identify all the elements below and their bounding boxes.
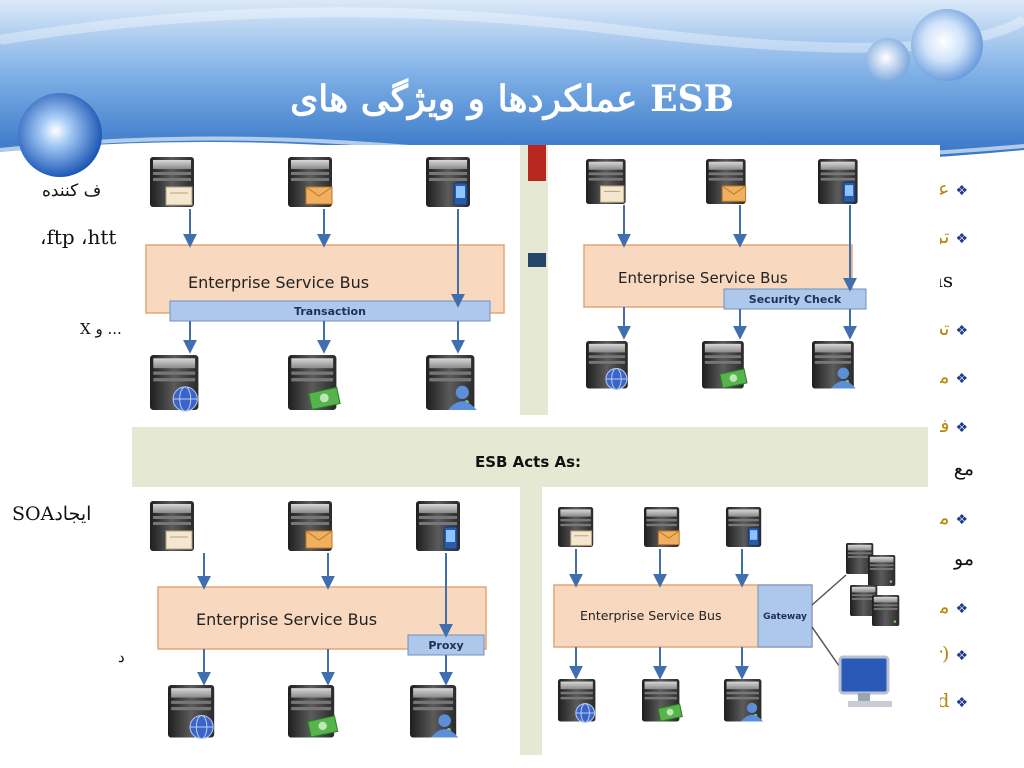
server-icon bbox=[288, 501, 333, 551]
envelope-icon bbox=[721, 185, 747, 202]
phone-icon bbox=[747, 527, 760, 546]
globe-icon bbox=[575, 703, 596, 723]
globe-icon bbox=[172, 386, 198, 412]
bus-label: Enterprise Service Bus bbox=[580, 608, 721, 623]
transaction-box bbox=[169, 300, 491, 322]
text-fragment: ،ftp ،htt bbox=[40, 225, 117, 249]
text-fragment: د bbox=[118, 648, 125, 666]
money-icon bbox=[307, 715, 339, 738]
document-icon bbox=[599, 185, 625, 203]
server-icon bbox=[868, 555, 896, 586]
globe-icon bbox=[605, 368, 628, 390]
server-icon bbox=[812, 341, 856, 389]
server-icon bbox=[288, 157, 333, 207]
bullet-icon: ❖ bbox=[955, 231, 968, 247]
server-icon bbox=[702, 341, 748, 389]
server-icon bbox=[150, 501, 194, 551]
money-icon bbox=[657, 703, 683, 722]
phone-icon bbox=[443, 526, 458, 550]
bullet-line: مع bbox=[953, 458, 974, 480]
bullet-icon: ❖ bbox=[955, 601, 968, 617]
text-fragment: X و ... bbox=[80, 320, 122, 338]
bullet-icon: ❖ bbox=[955, 695, 968, 711]
bus-label: Enterprise Service Bus bbox=[196, 610, 377, 629]
envelope-icon bbox=[305, 186, 333, 205]
enterprise-service-bus bbox=[157, 586, 487, 650]
text-fragment: ف کننده bbox=[42, 181, 102, 201]
server-icon bbox=[416, 501, 460, 551]
gateway-box-label: Gateway bbox=[763, 612, 807, 622]
bullet-line: مو bbox=[954, 548, 974, 570]
envelope-icon bbox=[305, 530, 333, 549]
bullet-icon: ❖ bbox=[955, 648, 968, 664]
server-icon bbox=[558, 507, 594, 547]
decorative-orb-medium bbox=[911, 9, 983, 81]
phone-icon bbox=[842, 181, 856, 203]
esb-diagram: ESB Acts As: Enterprise Service BusTrans… bbox=[128, 145, 940, 755]
gateway-panel: Enterprise Service Bus Gateway bbox=[553, 507, 900, 723]
envelope-icon bbox=[657, 530, 680, 546]
transaction-box-label: Transaction bbox=[294, 305, 366, 318]
server-icon bbox=[706, 159, 747, 204]
server-icon bbox=[726, 507, 762, 547]
connector-line bbox=[811, 574, 847, 606]
money-icon bbox=[719, 368, 748, 389]
esb-acts-as-label: ESB Acts As: bbox=[475, 453, 581, 471]
bus-label: Enterprise Service Bus bbox=[188, 273, 369, 292]
server-icon bbox=[168, 685, 215, 740]
security-check-box bbox=[723, 288, 867, 310]
text-fragment: SOAایجاد bbox=[12, 503, 92, 525]
monitor-icon bbox=[838, 655, 892, 707]
decorative-orb-small bbox=[866, 38, 910, 82]
server-icon bbox=[410, 685, 459, 738]
document-icon bbox=[165, 530, 193, 550]
user-icon bbox=[741, 702, 764, 722]
security-check-box-label: Security Check bbox=[749, 293, 842, 306]
server-icon bbox=[150, 355, 199, 412]
navy-bar bbox=[528, 253, 546, 267]
server-icon bbox=[818, 159, 858, 204]
server-icon bbox=[426, 157, 470, 207]
server-icon bbox=[150, 157, 194, 207]
server-icon bbox=[586, 341, 628, 390]
bullet-icon: ❖ bbox=[955, 323, 968, 339]
bus-label: Enterprise Service Bus bbox=[618, 269, 788, 287]
user-icon bbox=[831, 367, 856, 389]
gateway-box bbox=[757, 584, 813, 648]
bullet-item: ❖d bbox=[937, 690, 968, 712]
panel-divider bbox=[520, 145, 548, 415]
user-icon bbox=[448, 385, 477, 410]
globe-icon bbox=[189, 714, 214, 740]
server-icon bbox=[586, 159, 626, 204]
decorative-orb-large bbox=[18, 93, 102, 177]
bullet-icon: ❖ bbox=[955, 512, 968, 528]
document-icon bbox=[165, 186, 193, 206]
server-icon bbox=[872, 595, 900, 626]
money-icon bbox=[308, 386, 341, 411]
document-icon bbox=[570, 530, 593, 546]
server-icon bbox=[288, 355, 341, 411]
user-icon bbox=[431, 714, 459, 738]
bullet-icon: ❖ bbox=[955, 420, 968, 436]
server-icon bbox=[426, 355, 477, 410]
server-icon bbox=[644, 507, 680, 547]
center-band bbox=[132, 427, 928, 487]
bullet-icon: ❖ bbox=[955, 371, 968, 387]
panel-divider bbox=[520, 487, 542, 755]
server-icon bbox=[288, 685, 339, 738]
server-icon bbox=[724, 679, 764, 722]
proxy-box-label: Proxy bbox=[428, 639, 463, 652]
red-bar bbox=[528, 145, 546, 181]
phone-icon bbox=[453, 182, 468, 206]
slide-title: عملکردها و ویژگی های ESB bbox=[290, 78, 734, 120]
server-icon bbox=[642, 679, 683, 722]
server-icon bbox=[558, 679, 596, 723]
bullet-icon: ❖ bbox=[955, 183, 968, 199]
